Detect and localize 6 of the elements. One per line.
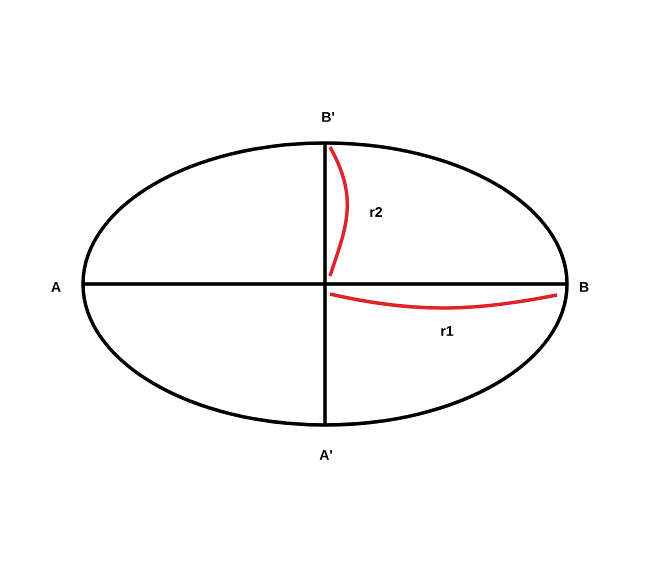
point-label: A' [320,450,332,460]
point-label: B [580,282,588,292]
radius-label: r1 [441,326,454,336]
point-label: B' [322,112,334,122]
radius-label: r2 [370,207,382,217]
point-label: A [51,282,61,292]
